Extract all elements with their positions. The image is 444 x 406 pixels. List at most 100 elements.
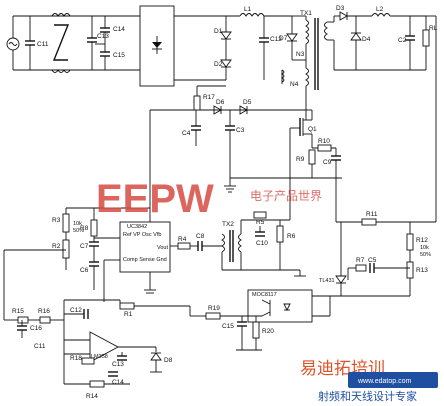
resistor-r4	[177, 242, 191, 250]
label-d8: D8	[164, 357, 173, 364]
label-r15: R15	[12, 308, 24, 315]
tl431-label: TL431	[319, 278, 335, 284]
label-c13b: C13	[112, 361, 124, 368]
label-r1: R1	[124, 311, 133, 318]
label-c2: C2	[398, 37, 407, 44]
label-d4: D4	[362, 36, 371, 43]
label-c11b: C11	[34, 343, 46, 350]
label-c11: C11	[37, 41, 49, 48]
label-r7: R7	[356, 257, 365, 264]
resistor-r13	[406, 261, 414, 279]
label-c14: C14	[113, 26, 125, 33]
choke-core	[52, 24, 70, 61]
logo-subtitle: 射频和天线设计专家	[318, 389, 417, 403]
label-q1: Q1	[308, 126, 317, 133]
resistor-r19	[205, 312, 221, 320]
eepw-cn-text: 电子产品世界	[250, 189, 322, 203]
label-d2: D2	[214, 61, 223, 68]
optocoupler	[247, 289, 313, 323]
resistor-r11	[361, 218, 377, 226]
resistor-r2	[62, 239, 70, 259]
ac-wave-icon	[8, 42, 18, 46]
label-c15b: C15	[222, 323, 234, 330]
label-d3: D3	[336, 5, 345, 12]
label-r9: R9	[296, 156, 305, 163]
eepw-watermark: EEPW 电子产品世界	[96, 177, 322, 221]
label-r18: R18	[70, 355, 82, 362]
opamp-section: R15 R16 C16 C11 R1 C12 LM358 R18	[4, 299, 191, 400]
resistor-r5	[253, 211, 267, 219]
resistor-rl	[422, 29, 430, 47]
label-d7: D7	[279, 35, 288, 42]
label-r14: R14	[86, 393, 98, 400]
resistor-r8	[90, 219, 98, 237]
inductor-l1	[239, 13, 265, 17]
resistor-r6	[276, 225, 284, 243]
label-d1: D1	[214, 28, 223, 35]
tx1-primary	[305, 19, 309, 45]
tx1-aux	[305, 67, 309, 87]
opto-label: MOC8117	[252, 292, 277, 298]
r3-pct: 50%	[73, 228, 84, 234]
resistor-r7	[355, 264, 367, 272]
resistor-r10	[317, 144, 332, 152]
resistor-r17	[193, 95, 201, 111]
label-c5: C5	[368, 257, 377, 264]
resistor-r18	[81, 357, 95, 365]
ic-uc3842	[119, 221, 171, 273]
label-r16: R16	[38, 308, 50, 315]
r12-pct: 50%	[420, 252, 431, 258]
label-c14b: C14	[112, 379, 124, 386]
eepw-logo-text: EEPW	[96, 177, 214, 221]
primary-power-stage: L1 D1 D2 C12 D7 TX1 N3 N4	[149, 6, 342, 210]
label-r2: R2	[52, 243, 61, 250]
pot-r12	[406, 233, 414, 251]
ic-pins-top: Ref VP Osc Vfb	[123, 232, 161, 238]
logo-domain: www.edatop.com	[357, 378, 411, 385]
resistor-r15	[17, 316, 29, 324]
label-n4: N4	[290, 81, 299, 88]
pwm-controller: UC3842 Ref VP Osc Vfb Comp Sense Gnd Vou…	[3, 128, 306, 320]
label-tx2: TX2	[222, 221, 234, 228]
label-r8: R8	[80, 225, 89, 232]
label-l1: L1	[244, 6, 252, 13]
label-c16: C16	[30, 325, 42, 332]
logo-badge	[348, 372, 438, 388]
opamp-lm358	[89, 331, 119, 363]
label-c8: C8	[196, 233, 205, 240]
r12-value: 10k	[420, 245, 429, 251]
feedback-section: R11 R12 10k 50% R13 R7 C5 TL431 MOC8117	[190, 178, 431, 351]
label-r13: R13	[416, 267, 428, 274]
inductor-l2	[371, 13, 391, 17]
ac-input-section: C11 C13 C14 C15	[6, 5, 175, 87]
ic-pins-bottom: Comp Sense Gnd	[123, 257, 167, 263]
label-r4: R4	[178, 236, 187, 243]
resistor-r1	[119, 302, 135, 310]
opamp-label: LM358	[91, 354, 108, 360]
edatop-logo: 易迪拓培训 www.edatop.com 射频和天线设计专家	[298, 358, 438, 403]
r3-value: 10k	[73, 221, 82, 227]
label-tx1: TX1	[300, 10, 312, 17]
label-c12: C12	[270, 36, 282, 43]
tl431-symbol	[335, 275, 347, 284]
label-r5: R5	[256, 219, 265, 226]
tx2-secondary	[238, 233, 242, 253]
secondary-output: D3 L2 D4 C2 RL	[327, 5, 438, 223]
label-c3: C3	[236, 127, 245, 134]
label-r19: R19	[208, 305, 220, 312]
tx1-secondary	[324, 21, 328, 41]
label-d6: D6	[216, 99, 225, 106]
label-c12b: C12	[70, 307, 82, 314]
label-r6: R6	[287, 233, 296, 240]
ic-vout: Vout	[157, 245, 168, 251]
pot-r3	[62, 213, 70, 233]
choke-bottom	[51, 69, 71, 73]
label-r3: R3	[52, 217, 61, 224]
label-c6: C6	[80, 267, 89, 274]
label-r10: R10	[318, 138, 330, 145]
choke-top	[51, 13, 71, 17]
resistor-r20	[252, 321, 260, 339]
label-n3: N3	[296, 51, 305, 58]
resistor-r9	[308, 149, 316, 165]
